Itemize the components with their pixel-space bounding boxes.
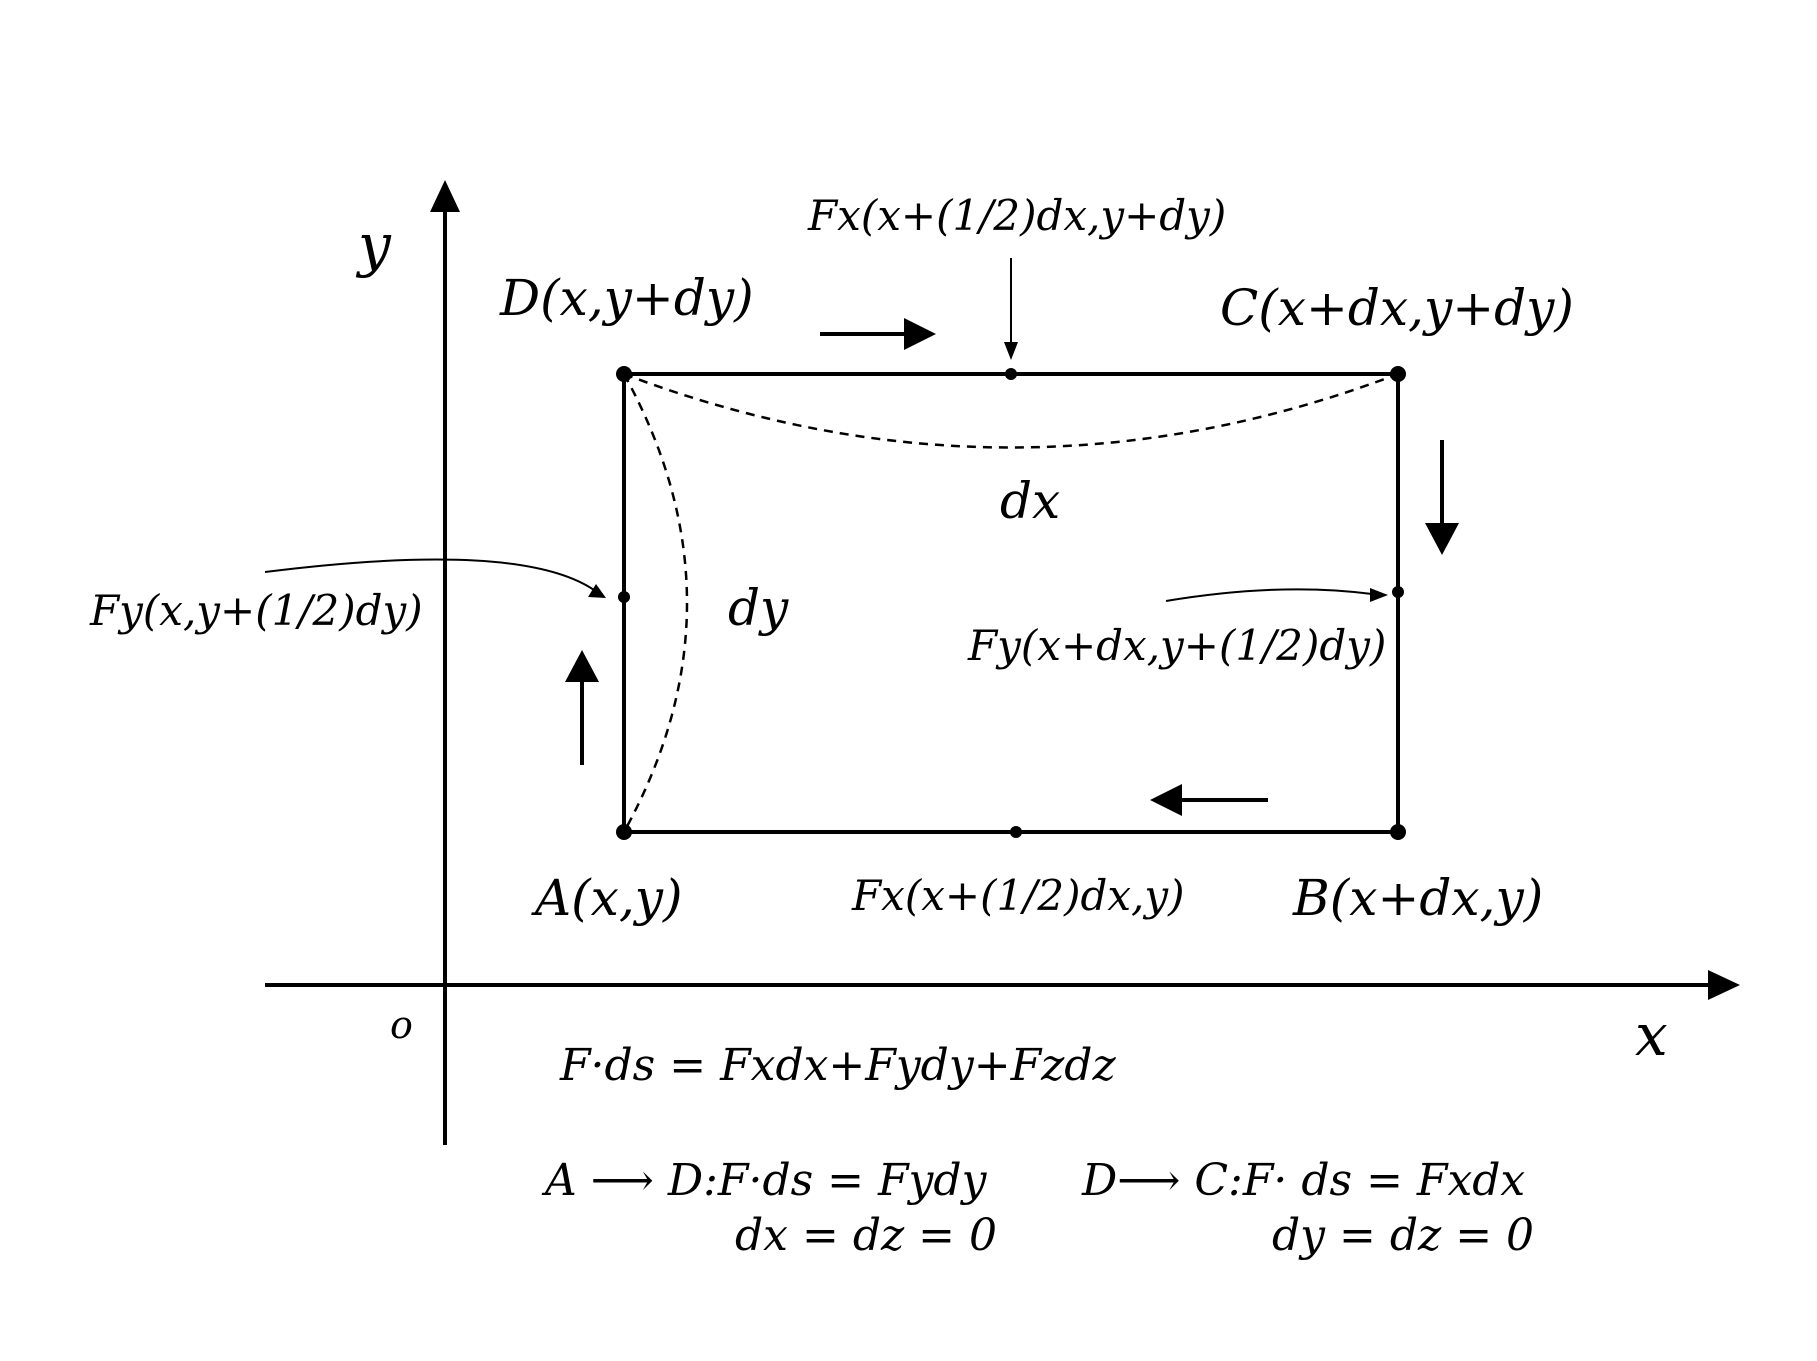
- x-axis: [265, 970, 1740, 1000]
- label-dx: dx: [1000, 472, 1060, 530]
- pointer-left-force: [264, 558, 606, 598]
- label-point-b: B(x+dx,y): [1292, 869, 1543, 927]
- direction-arrow-right: [820, 318, 936, 350]
- direction-arrow-down: [1425, 440, 1459, 555]
- pointer-right-force: [1165, 588, 1388, 602]
- x-axis-label: x: [1635, 1001, 1668, 1069]
- y-axis: [430, 180, 460, 1145]
- point-d: [616, 366, 632, 382]
- y-axis-label: y: [355, 211, 392, 279]
- y-axis-arrowhead: [430, 180, 460, 212]
- label-force-top: Fx(x+(1/2)dx,y+dy): [807, 191, 1226, 240]
- origin-label: o: [390, 1003, 413, 1047]
- midpoint-bottom: [1010, 826, 1022, 838]
- label-force-bottom: Fx(x+(1/2)dx,y): [851, 871, 1185, 920]
- point-c: [1390, 366, 1406, 382]
- label-point-a: A(x,y): [531, 869, 682, 927]
- midpoint-top: [1005, 368, 1017, 380]
- point-a: [616, 824, 632, 840]
- dy-dashed-arc: [622, 373, 689, 833]
- dx-dashed-arc: [623, 372, 1399, 449]
- pointer-top-force: [1004, 258, 1018, 360]
- equation-ad-path: A ⟶ D:F·ds = Fydy: [541, 1155, 988, 1206]
- x-axis-arrowhead: [1708, 970, 1740, 1000]
- label-dy: dy: [728, 579, 789, 637]
- midpoint-left: [618, 591, 630, 603]
- direction-arrow-up: [565, 650, 599, 765]
- label-point-d: D(x,y+dy): [499, 269, 754, 327]
- point-b: [1390, 824, 1406, 840]
- label-force-left: Fy(x,y+(1/2)dy): [89, 586, 423, 635]
- label-force-right: Fy(x+dx,y+(1/2)dy): [967, 621, 1386, 670]
- equation-main: F·ds = Fxdx+Fydy+Fzdz: [559, 1040, 1116, 1091]
- midpoint-right: [1392, 586, 1404, 598]
- equation-dc-condition: dy = dz = 0: [1272, 1210, 1534, 1261]
- equation-dc-path: D⟶ C:F· ds = Fxdx: [1081, 1155, 1525, 1206]
- equation-ad-condition: dx = dz = 0: [735, 1210, 997, 1261]
- label-point-c: C(x+dx,y+dy): [1220, 279, 1574, 337]
- direction-arrow-left: [1150, 784, 1268, 816]
